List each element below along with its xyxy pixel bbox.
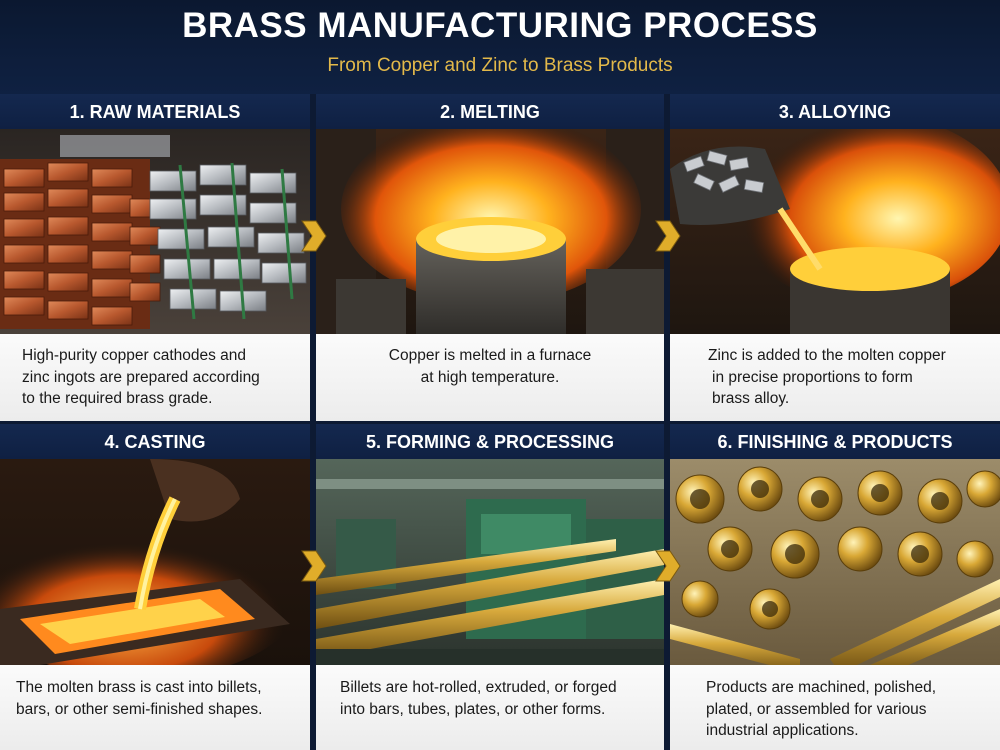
rolling-mill-photo [316, 459, 664, 665]
step-description: Zinc is added to the molten copper in pr… [670, 334, 1000, 421]
step-description: Products are machined, polished, plated,… [670, 665, 1000, 750]
description-line: plated, or assembled for various [706, 700, 927, 718]
arrow-right-icon [655, 550, 681, 582]
step-title: 5. FORMING & PROCESSING [316, 424, 664, 459]
description-line: into bars, tubes, plates, or other forms… [340, 700, 606, 718]
arrow-right-icon [301, 220, 327, 252]
furnace-melting-photo [316, 129, 664, 334]
step-description: The molten brass is cast into billets, b… [0, 665, 310, 750]
copper-and-zinc-ingots-photo [0, 129, 310, 334]
step-description: Copper is melted in a furnace at high te… [316, 334, 664, 421]
description-line: Billets are hot-rolled, extruded, or for… [340, 679, 617, 696]
step-title: 6. FINISHING & PRODUCTS [670, 424, 1000, 459]
description-line: industrial applications. [706, 722, 859, 739]
step-casting: 4. CASTING The molten brass is cast into… [0, 424, 310, 750]
page-title: BRASS MANUFACTURING PROCESS [182, 6, 818, 45]
page-subtitle: From Copper and Zinc to Brass Products [327, 55, 673, 76]
description-line: Copper is melted in a furnace [388, 347, 592, 364]
arrow-right-icon [655, 220, 681, 252]
description-line: to the required brass grade. [22, 390, 213, 407]
header-banner: BRASS MANUFACTURING PROCESS From Copper … [0, 0, 1000, 94]
description-line: zinc ingots are prepared according [22, 368, 260, 386]
description-line: Zinc is added to the molten copper [708, 347, 946, 364]
step-title: 3. ALLOYING [670, 94, 1000, 129]
description-line: brass alloy. [712, 390, 790, 407]
description-line: Products are machined, polished, [706, 679, 937, 696]
brass-fittings-photo [670, 459, 1000, 665]
arrow-right-icon [301, 550, 327, 582]
step-raw-materials: 1. RAW MATERIALS [0, 94, 310, 421]
step-description: Billets are hot-rolled, extruded, or for… [316, 665, 664, 750]
description-line: at high temperature. [420, 368, 560, 386]
casting-pour-photo [0, 459, 310, 665]
zinc-pouring-photo [670, 129, 1000, 334]
step-description: High-purity copper cathodes and zinc ing… [0, 334, 310, 421]
description-line: High-purity copper cathodes and [22, 347, 247, 364]
description-line: bars, or other semi-finished shapes. [16, 700, 263, 718]
step-title: 4. CASTING [0, 424, 310, 459]
step-title: 2. MELTING [316, 94, 664, 129]
step-title: 1. RAW MATERIALS [0, 94, 310, 129]
step-melting: 2. MELTING Copper is melted in a furnace… [316, 94, 664, 421]
step-forming-processing: 5. FORMING & PROCESSING Billets are hot-… [316, 424, 664, 750]
description-line: in precise proportions to form [712, 368, 913, 386]
step-alloying: 3. ALLOYING Zinc is added to the mo [670, 94, 1000, 421]
description-line: The molten brass is cast into billets, [16, 679, 262, 696]
step-finishing-products: 6. FINISHING & PRODUCTS [670, 424, 1000, 750]
